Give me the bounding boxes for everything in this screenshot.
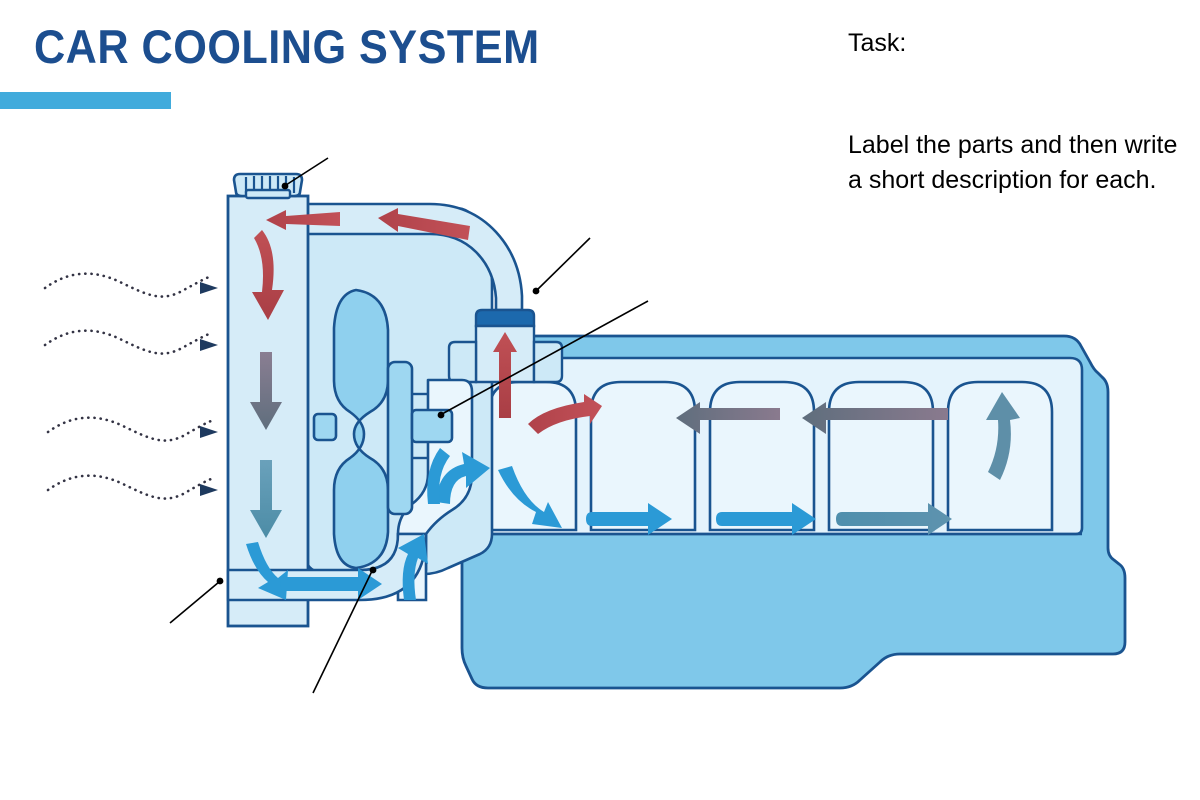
airflow-group <box>43 272 218 500</box>
cooling-fan <box>312 288 454 570</box>
leader-radiator-cap <box>281 157 329 190</box>
arrow-engine-entry-curve <box>498 466 562 528</box>
arrow-radiator-hot <box>252 230 284 320</box>
arrow-radiator-outlet <box>246 542 288 600</box>
leader-radiator <box>169 577 224 624</box>
arrow-engine-top-1 <box>528 394 602 434</box>
airflow-wave-2 <box>43 329 218 355</box>
cylinder-2 <box>589 380 697 532</box>
arrow-pump-up <box>398 534 428 600</box>
arrow-cylinder-turn-up <box>986 392 1020 480</box>
arrow-pump-down-left <box>427 448 450 504</box>
airflow-wave-4 <box>46 474 218 500</box>
arrow-engine-bottom-2 <box>716 503 816 535</box>
arrow-radiator-warm <box>250 352 282 430</box>
airflow-wave-1 <box>43 272 218 298</box>
page-title: CAR COOLING SYSTEM <box>34 20 540 73</box>
fan-shaft <box>410 408 454 444</box>
airflow-wave-3 <box>46 416 218 442</box>
fan-pulley <box>386 360 414 516</box>
arrow-radiator-cool <box>250 460 282 538</box>
leader-lines-group <box>169 157 649 694</box>
leader-fan <box>312 566 377 694</box>
arrow-thermostat-up <box>493 332 517 418</box>
title-accent-bar <box>0 92 171 109</box>
arrow-upper-hose-2 <box>378 208 470 240</box>
flow-arrows-group <box>246 208 1020 600</box>
fan-hub <box>312 412 338 442</box>
task-instruction: Label the parts and then write a short d… <box>848 131 1178 194</box>
arrow-engine-top-2 <box>676 402 780 434</box>
leader-thermostat <box>532 237 591 295</box>
cylinder-4 <box>827 380 935 532</box>
arrow-engine-bottom-3 <box>836 503 952 535</box>
arrow-engine-bottom-1 <box>586 503 672 535</box>
radiator-cap <box>232 172 304 200</box>
car-cooling-system-diagram <box>0 130 1200 800</box>
arrow-engine-top-3 <box>802 402 948 434</box>
leader-water-pump <box>437 300 649 419</box>
task-label: Task: <box>848 29 907 57</box>
arrow-upper-hose-1 <box>266 210 340 230</box>
arrow-lower-hose <box>280 568 382 600</box>
arrow-pump-turn <box>436 452 490 504</box>
